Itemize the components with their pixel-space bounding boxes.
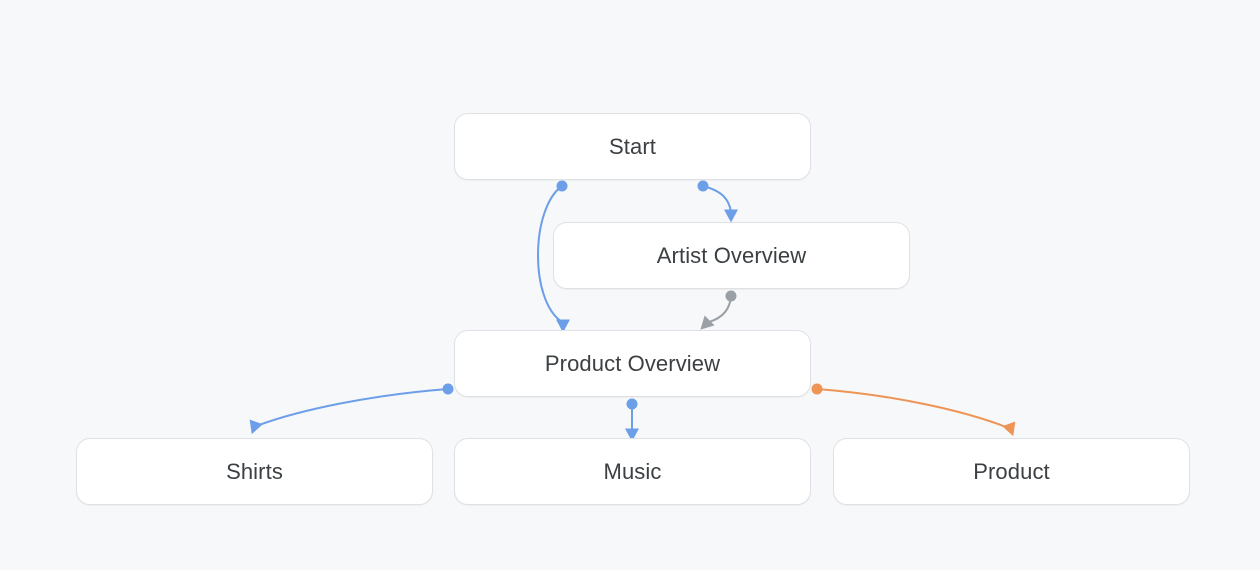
node-label-music: Music — [603, 458, 662, 484]
edge-arrowhead-product-overview-to-shirts — [249, 419, 263, 435]
edge-source-dot-product-overview-to-music[interactable] — [626, 398, 638, 410]
node-label-start: Start — [609, 133, 656, 159]
edge-path-product-overview-to-shirts — [258, 388, 449, 426]
node-label-product: Product — [973, 458, 1050, 484]
node-product[interactable]: Product — [833, 438, 1190, 505]
node-product-overview[interactable]: Product Overview — [454, 330, 811, 397]
node-label-artist-overview: Artist Overview — [656, 242, 807, 268]
edge-source-dot-artist-overview-to-product-overview[interactable] — [725, 290, 737, 302]
edge-product-overview-to-music[interactable] — [625, 398, 639, 442]
edge-start-to-artist-overview[interactable] — [697, 180, 739, 223]
edge-source-dot-start-to-product-overview[interactable] — [556, 180, 568, 192]
node-music[interactable]: Music — [454, 438, 811, 505]
edge-artist-overview-to-product-overview[interactable] — [695, 290, 737, 335]
node-start[interactable]: Start — [454, 113, 811, 180]
edge-path-product-overview-to-product — [816, 388, 1007, 428]
edge-source-dot-product-overview-to-product[interactable] — [811, 383, 823, 395]
edge-path-start-to-artist-overview — [702, 185, 732, 213]
edge-product-overview-to-product[interactable] — [811, 383, 1020, 439]
edge-arrowhead-product-overview-to-product — [1002, 421, 1016, 437]
edge-source-dot-product-overview-to-shirts[interactable] — [442, 383, 454, 395]
edge-source-dot-start-to-artist-overview[interactable] — [697, 180, 709, 192]
edge-path-artist-overview-to-product-overview — [708, 295, 732, 323]
node-label-product-overview: Product Overview — [544, 350, 721, 376]
edge-product-overview-to-shirts[interactable] — [245, 383, 454, 437]
node-label-shirts: Shirts — [226, 458, 283, 484]
node-shirts[interactable]: Shirts — [76, 438, 433, 505]
node-artist-overview[interactable]: Artist Overview — [553, 222, 910, 289]
edge-arrowhead-start-to-artist-overview — [724, 209, 738, 223]
